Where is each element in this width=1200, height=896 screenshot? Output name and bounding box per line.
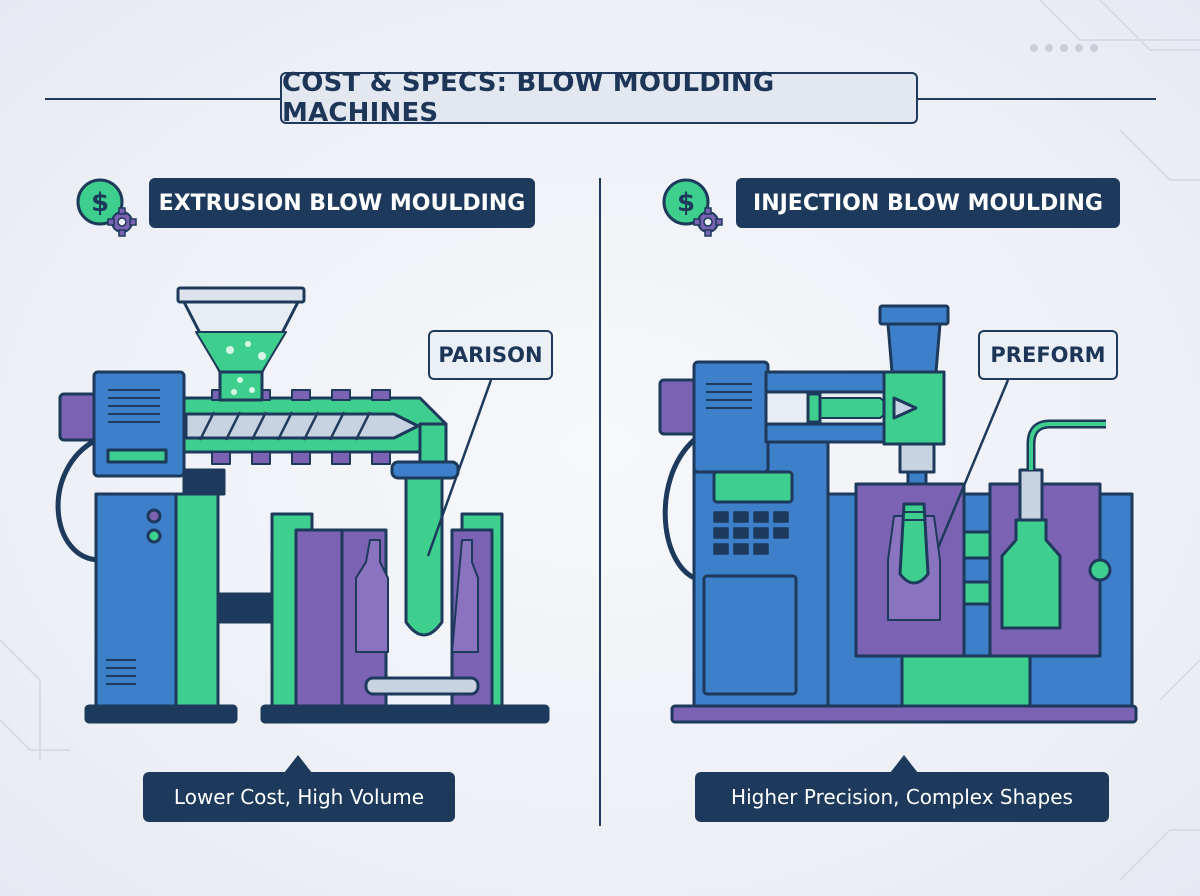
preform-threads	[902, 511, 926, 521]
motor-vent	[706, 383, 752, 409]
parison	[404, 476, 444, 637]
extrusion-header: EXTRUSION BLOW MOULDING	[149, 178, 535, 228]
barrel-collar	[806, 392, 822, 424]
power-cable	[55, 437, 101, 563]
power-cable	[662, 438, 701, 583]
motor-vent	[108, 389, 160, 423]
indicator-light	[146, 528, 162, 544]
injection-footer: Higher Precision, Complex Shapes	[695, 772, 1109, 822]
extrusion-footer: Lower Cost, High Volume	[143, 772, 455, 822]
bottle-cavity-left	[355, 539, 389, 653]
heater-bands	[211, 389, 391, 465]
dollar-gear-icon: $	[662, 178, 723, 237]
parison-leader-line	[426, 379, 493, 557]
parison-callout: PARISON	[428, 330, 553, 380]
pointer-arrow-right	[890, 755, 918, 773]
mould-base	[260, 704, 550, 724]
cabinet-door	[702, 574, 798, 696]
dollar-gear-icon: $	[76, 178, 137, 237]
hopper-throat	[218, 370, 264, 402]
svg-text:$: $	[91, 188, 109, 218]
preform	[898, 502, 930, 585]
preform-leader-line	[936, 379, 1010, 549]
indicator-light	[146, 508, 162, 524]
blown-bottle	[1000, 518, 1062, 630]
svg-text:$: $	[677, 188, 695, 218]
dot-decoration	[1030, 44, 1098, 52]
motor-mount	[182, 468, 226, 496]
screw-flights	[198, 411, 372, 441]
control-cabinet	[94, 492, 180, 708]
transfer-rail	[962, 530, 994, 560]
mould-guide-rod	[364, 676, 480, 696]
pointer-arrow-left	[284, 755, 312, 773]
motor-display	[106, 448, 168, 464]
injection-header: INJECTION BLOW MOULDING	[736, 178, 1120, 228]
air-hose-inner	[1029, 422, 1106, 470]
material-bubbles	[226, 341, 266, 395]
nozzle-tip	[892, 396, 918, 420]
page-title: COST & SPECS: BLOW MOULDING MACHINES	[280, 68, 918, 128]
bottle-cavity-right	[451, 539, 479, 653]
ejector-block	[900, 654, 1032, 708]
keypad	[713, 511, 789, 555]
side-valve	[1088, 558, 1112, 582]
feed-hopper	[886, 322, 942, 374]
preform-callout: PREFORM	[978, 330, 1118, 380]
cabinet-vent	[106, 659, 136, 685]
